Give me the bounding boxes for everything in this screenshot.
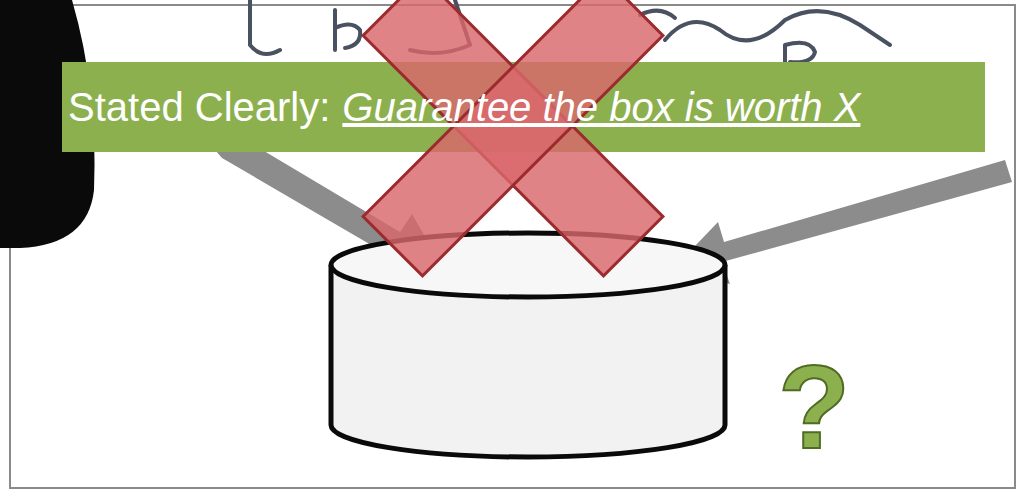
question-mark: ? bbox=[778, 348, 850, 466]
banner-heading: Stated Clearly: bbox=[68, 85, 330, 130]
cylinder-top bbox=[331, 233, 725, 297]
sketch-line bbox=[665, 11, 890, 45]
slide-frame bbox=[10, 5, 1015, 488]
sketch-line bbox=[335, 10, 360, 50]
title-banner: Stated Clearly: Guarantee the box is wort… bbox=[62, 62, 985, 152]
sketch-line bbox=[640, 11, 675, 18]
sketch-line bbox=[410, 0, 470, 53]
banner-statement: Guarantee the box is worth X bbox=[342, 85, 860, 130]
cross-bar bbox=[363, 0, 663, 276]
cross-bar bbox=[363, 0, 663, 276]
cylinder bbox=[331, 233, 725, 457]
sketch-line bbox=[250, 0, 280, 54]
sketch-figures bbox=[250, 0, 890, 70]
